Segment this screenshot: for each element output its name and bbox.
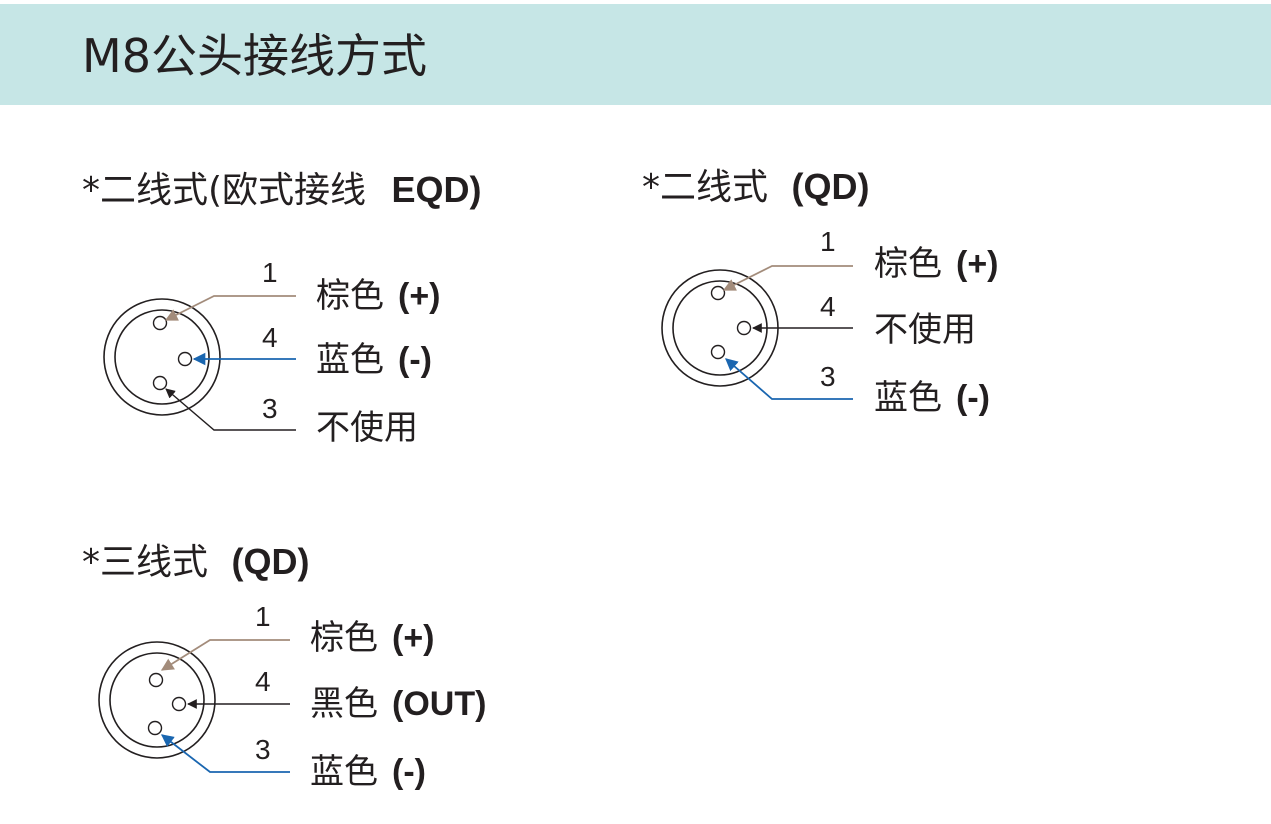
diagram-3-wire-3-color: 蓝色 bbox=[310, 752, 378, 792]
diagram-3-wire-3-label: 蓝色 (-) bbox=[310, 752, 426, 792]
diagram-3-wire-1-color: 棕色 bbox=[310, 618, 378, 658]
diagram-2-wire-3-label: 蓝色 (-) bbox=[874, 378, 990, 418]
diagram-2-connector bbox=[661, 265, 853, 400]
diagram-2-pin-3-number: 3 bbox=[820, 361, 836, 392]
diagram-1-pin-4-number: 4 bbox=[262, 322, 278, 353]
diagram-2-wire-3-color: 蓝色 bbox=[874, 378, 942, 418]
diagram-3-connector bbox=[98, 639, 290, 773]
diagram-1-wire-1 bbox=[164, 295, 296, 321]
diagram-2-title-code: (QD) bbox=[791, 166, 870, 207]
diagram-1-pin-4 bbox=[177, 351, 193, 367]
diagram-1-title-code: EQD) bbox=[391, 169, 482, 210]
diagram-1-wire-4-polarity: (-) bbox=[398, 341, 432, 379]
diagram-3-pin-1-number: 1 bbox=[255, 601, 271, 632]
diagram-2-wire-4-label: 不使用 bbox=[874, 310, 976, 350]
diagram-3-pin-1 bbox=[148, 672, 164, 688]
diagram-2-title: *二线式 (QD) bbox=[642, 165, 869, 210]
diagram-2-pin-4 bbox=[736, 320, 752, 336]
diagram-2-wire-1-label: 棕色 (+) bbox=[874, 244, 999, 284]
diagram-3-title-code: (QD) bbox=[231, 541, 310, 582]
diagram-3-inner-ring bbox=[109, 652, 205, 748]
diagram-1-title: *二线式(欧式接线 EQD) bbox=[82, 168, 482, 213]
diagram-1-wire-3-label: 不使用 bbox=[316, 408, 418, 448]
diagram-3-outer-ring bbox=[98, 641, 216, 759]
diagram-3-pin-4-number: 4 bbox=[255, 666, 271, 697]
diagram-1-pin-3 bbox=[152, 375, 168, 391]
diagram-3-wire-1 bbox=[160, 639, 290, 671]
diagram-1-wire-1-color: 棕色 bbox=[316, 276, 384, 316]
diagram-3-wire-1-label: 棕色 (+) bbox=[310, 618, 435, 658]
diagram-1-outer-ring bbox=[103, 298, 221, 416]
diagram-3-pin-3-number: 3 bbox=[255, 734, 271, 765]
diagram-3-pin-3 bbox=[147, 720, 163, 736]
diagram-1-inner-ring bbox=[114, 309, 210, 405]
diagram-2-wire-4-color: 不使用 bbox=[874, 310, 976, 350]
diagram-1-wire-1-label: 棕色 (+) bbox=[316, 276, 441, 316]
diagram-2-wire-3-polarity: (-) bbox=[956, 379, 990, 417]
diagram-2-wire-3 bbox=[725, 358, 853, 400]
diagram-3-wire-3 bbox=[161, 734, 290, 773]
diagram-2-pin-1 bbox=[710, 285, 726, 301]
diagram-3-title-text: *三线式 bbox=[82, 542, 209, 583]
diagram-1-wire-4-color: 蓝色 bbox=[316, 340, 384, 380]
diagram-2-wire-1-polarity: (+) bbox=[956, 245, 999, 283]
header-banner: M8公头接线方式 bbox=[0, 4, 1271, 105]
diagram-3-wire-4-polarity: (OUT) bbox=[392, 685, 487, 723]
diagram-1-pin-1 bbox=[152, 315, 168, 331]
diagram-2-title-text: *二线式 bbox=[642, 167, 769, 208]
diagram-1-pin-1-number: 1 bbox=[262, 257, 278, 288]
diagram-1-pin-3-number: 3 bbox=[262, 393, 278, 424]
diagram-3-wire-4-color: 黑色 bbox=[310, 684, 378, 724]
page-title: M8公头接线方式 bbox=[82, 29, 427, 83]
diagram-2-wire-1-color: 棕色 bbox=[874, 244, 942, 284]
diagram-3-wire-1-polarity: (+) bbox=[392, 619, 435, 657]
diagram-1-wire-1-polarity: (+) bbox=[398, 277, 441, 315]
diagram-3-wire-3-polarity: (-) bbox=[392, 753, 426, 791]
diagram-2-pin-1-number: 1 bbox=[820, 226, 836, 257]
diagram-2-pin-3 bbox=[710, 344, 726, 360]
diagram-1-wire-3 bbox=[165, 388, 296, 431]
diagram-1-wire-3-color: 不使用 bbox=[316, 408, 418, 448]
diagram-2-wire-1 bbox=[722, 265, 853, 291]
diagram-1-title-text: *二线式(欧式接线 bbox=[82, 170, 367, 211]
diagram-1-connector bbox=[103, 295, 296, 431]
diagram-3-title: *三线式 (QD) bbox=[82, 540, 309, 585]
diagram-1-wire-4-label: 蓝色 (-) bbox=[316, 340, 432, 380]
diagram-2-pin-4-number: 4 bbox=[820, 291, 836, 322]
diagram-3-pin-4 bbox=[171, 696, 187, 712]
diagram-3-wire-4-label: 黑色 (OUT) bbox=[310, 684, 486, 724]
